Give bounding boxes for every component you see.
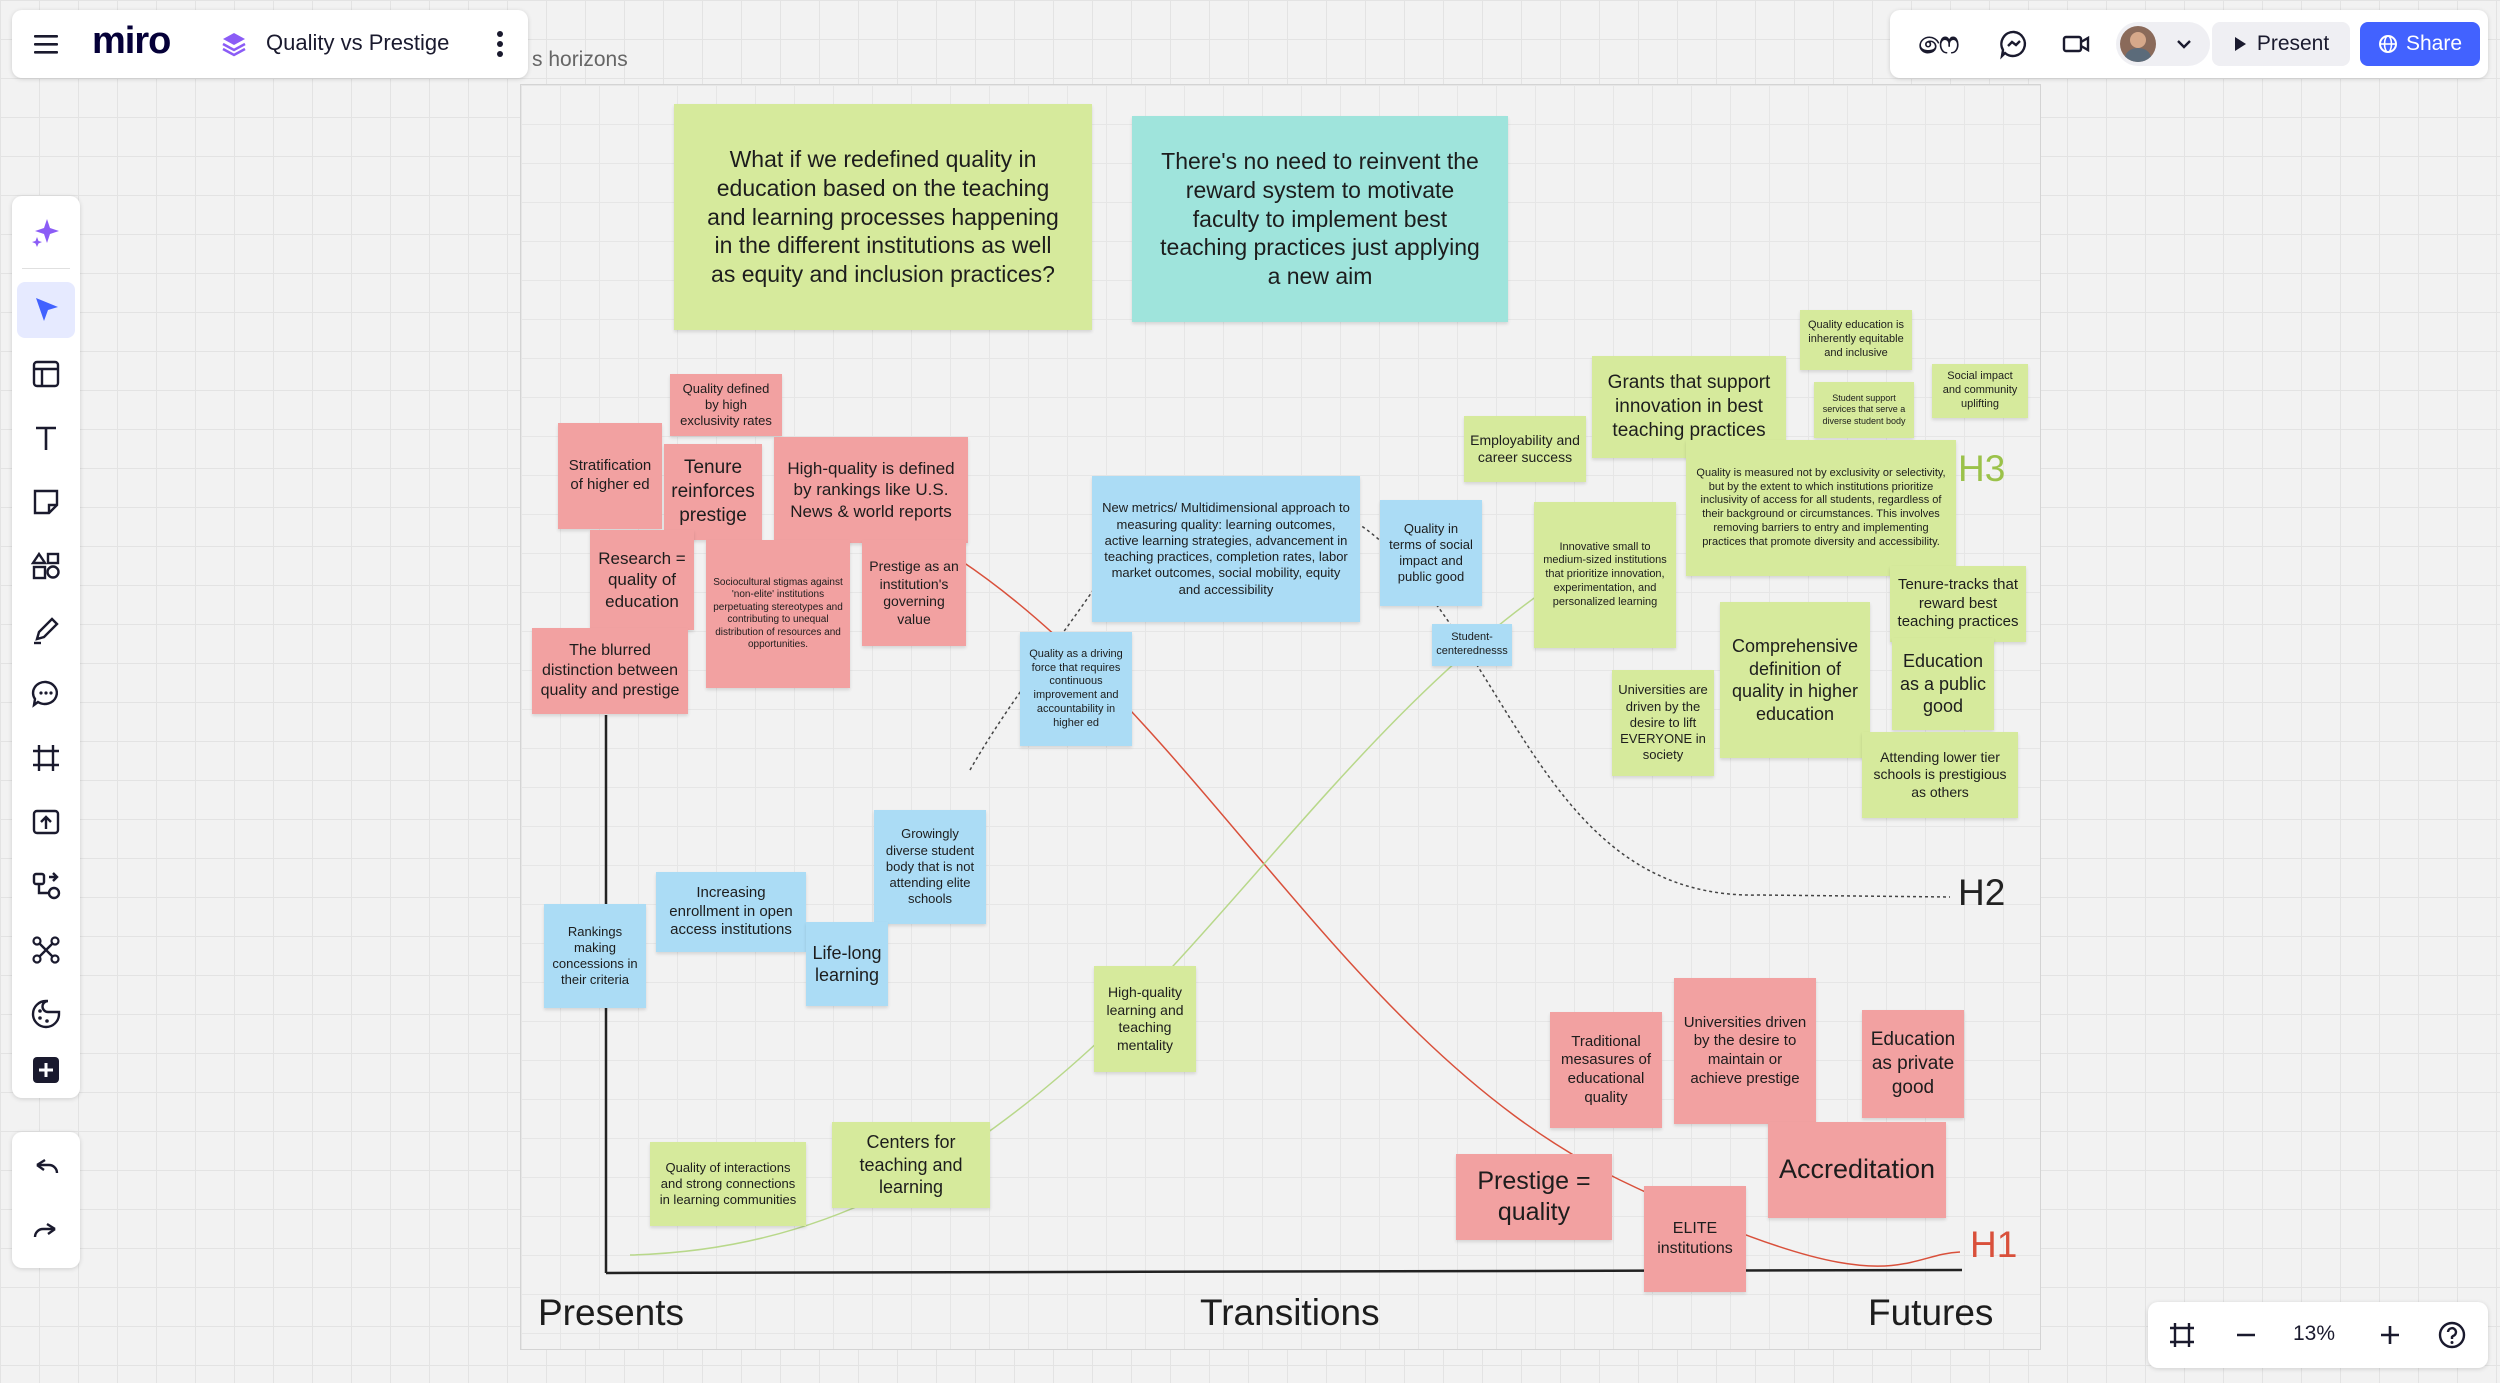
video-call-icon[interactable] [2056,24,2096,64]
axis-label-futures[interactable]: Futures [1868,1292,1993,1334]
miro-logo[interactable]: miro [92,20,170,63]
sticky-note[interactable]: Centers for teaching and learning [832,1122,990,1208]
chevron-down-icon[interactable] [2172,32,2196,56]
present-button[interactable]: Present [2212,22,2350,66]
sticky-note[interactable]: New metrics/ Multidimensional approach t… [1092,476,1360,622]
sticky-note[interactable]: Traditional mesasures of educational qua… [1550,1012,1662,1128]
present-label: Present [2257,32,2329,56]
share-label: Share [2406,32,2462,56]
sticky-note[interactable]: Prestige = quality [1456,1154,1612,1240]
sticky-note[interactable]: Life-long learning [806,922,888,1006]
fit-to-screen-icon[interactable] [2162,1315,2202,1355]
collaboration-bar: ෆෙ Present Share [1890,10,2488,78]
sticky-note[interactable]: High-quality is defined by rankings like… [774,437,968,543]
comment-icon[interactable] [17,666,75,722]
sticky-note[interactable]: Tenure reinforces prestige [664,444,762,540]
upload-icon[interactable] [17,794,75,850]
sticky-note[interactable]: Education as private good [1862,1010,1964,1118]
sticky-note[interactable]: Stratification of higher ed [558,423,662,529]
chat-icon[interactable] [1994,24,2034,64]
history-toolbar [12,1132,80,1268]
sticky-note[interactable]: Sociocultural stigmas against 'non-elite… [706,540,850,688]
help-icon[interactable] [2432,1315,2472,1355]
more-apps-icon[interactable] [17,922,75,978]
undo-icon[interactable] [17,1140,75,1196]
avatar[interactable] [2120,26,2156,62]
templates-icon[interactable] [17,346,75,402]
sticky-note[interactable]: Social impact and community uplifting [1932,364,2028,418]
x-axis [606,1270,1962,1273]
sticky-note[interactable]: Education as a public good [1892,638,1994,730]
sticky-note[interactable]: ELITE institutions [1644,1186,1746,1292]
sticky-note[interactable]: Growingly diverse student body that is n… [874,810,986,924]
sticky-note[interactable]: Innovative small to medium-sized institu… [1534,502,1676,648]
board-title[interactable]: Quality vs Prestige [266,30,449,56]
sticky-note[interactable]: Quality as a driving force that requires… [1020,632,1132,746]
sticky-note[interactable]: Accreditation [1768,1122,1946,1218]
sticky-note[interactable]: Rankings making concessions in their cri… [544,904,646,1008]
collaborators-menu[interactable] [2116,22,2210,66]
globe-icon [2378,34,2398,54]
sticky-note[interactable]: Student-centerednesss [1432,624,1512,666]
sticky-note[interactable]: The blurred distinction between quality … [532,628,688,714]
add-icon[interactable] [17,1050,75,1090]
stickers-icon[interactable] [17,986,75,1042]
sticky-note-icon[interactable] [17,474,75,530]
sticky-note[interactable]: Student support services that serve a di… [1814,382,1914,438]
board-options-icon[interactable] [480,24,520,64]
sticky-note[interactable]: Quality of interactions and strong conne… [650,1142,806,1226]
sticky-note[interactable]: Quality in terms of social impact and pu… [1380,500,1482,606]
zoom-level[interactable]: 13% [2278,1322,2350,1346]
reactions-icon[interactable]: ෆෙ [1904,22,1974,66]
sticky-note[interactable]: High-quality learning and teaching menta… [1094,966,1196,1072]
diagram-icon[interactable] [17,858,75,914]
ai-assist-icon[interactable] [17,204,75,260]
sticky-note[interactable]: Employability and career success [1464,416,1586,482]
board-layers-icon[interactable] [218,28,250,60]
h1-label[interactable]: H1 [1970,1224,2017,1266]
zoom-in-icon[interactable] [2370,1315,2410,1355]
sticky-note[interactable]: Prestige as an institution's governing v… [862,540,966,646]
sticky-note[interactable]: Universities driven by the desire to mai… [1674,978,1816,1124]
sticky-note[interactable]: Attending lower tier schools is prestigi… [1862,732,2018,818]
left-toolbar [12,196,80,1098]
sticky-note[interactable]: Universities are driven by the desire to… [1612,670,1714,776]
h3-label[interactable]: H3 [1958,448,2005,490]
pen-icon[interactable] [17,602,75,658]
axis-label-transitions[interactable]: Transitions [1200,1292,1380,1334]
answer-note[interactable]: There's no need to reinvent the reward s… [1132,116,1508,322]
h2-label[interactable]: H2 [1958,872,2005,914]
sticky-note[interactable]: Tenure-tracks that reward best teaching … [1890,566,2026,642]
sticky-note[interactable]: Quality is measured not by exclusivity o… [1686,440,1956,576]
redo-icon[interactable] [17,1204,75,1260]
share-button[interactable]: Share [2360,22,2480,66]
sticky-note[interactable]: Comprehensive definition of quality in h… [1720,602,1870,758]
select-tool-icon[interactable] [17,282,75,338]
main-menu-icon[interactable] [26,24,66,64]
question-note[interactable]: What if we redefined quality in educatio… [674,104,1092,330]
axis-label-presents[interactable]: Presents [538,1292,684,1334]
frame-icon[interactable] [17,730,75,786]
sticky-note[interactable]: Quality education is inherently equitabl… [1800,310,1912,370]
sticky-note[interactable]: Research = quality of education [590,530,694,630]
sticky-note[interactable]: Quality defined by high exclusivity rate… [670,374,782,436]
board-header: miro Quality vs Prestige [12,10,528,78]
zoom-controls: 13% [2148,1302,2488,1368]
play-icon [2233,36,2247,52]
zoom-out-icon[interactable] [2226,1315,2266,1355]
sticky-note[interactable]: Increasing enrollment in open access ins… [656,872,806,952]
text-tool-icon[interactable] [17,410,75,466]
shapes-icon[interactable] [17,538,75,594]
